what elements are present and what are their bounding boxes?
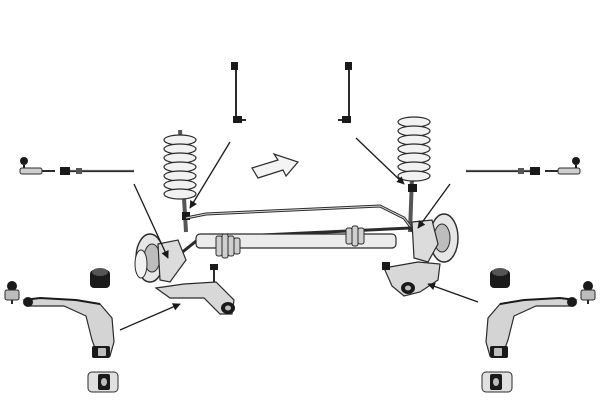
tie-rod-left [60,167,134,175]
stabilizer-link-right [338,62,352,123]
pointer-arrow [119,303,181,331]
control-arm-left [22,296,115,358]
stabilizer-link-left [231,62,246,123]
coil-spring-right [397,116,431,233]
arm-bushing-left [90,268,110,288]
arm-bushing-right [490,268,510,288]
pointer-arrow [133,183,169,259]
pointer-arrow [355,137,405,185]
pointer-arrows [119,137,479,331]
direction-arrow [251,152,300,179]
pointer-arrow [427,282,479,303]
tie-rod-end-left [19,157,55,175]
bushing-small-left [87,371,119,393]
ball-joint-left [4,281,20,304]
front-axle-assembly [134,204,459,315]
tie-rod-right [466,167,540,175]
control-arm-right [485,296,578,358]
pointer-arrow [417,183,451,229]
coil-spring-left [163,129,197,233]
pointer-arrow [189,141,231,209]
tie-rod-end-right [545,157,581,175]
bushing-small-right [481,371,513,393]
ball-joint-right [580,281,596,304]
